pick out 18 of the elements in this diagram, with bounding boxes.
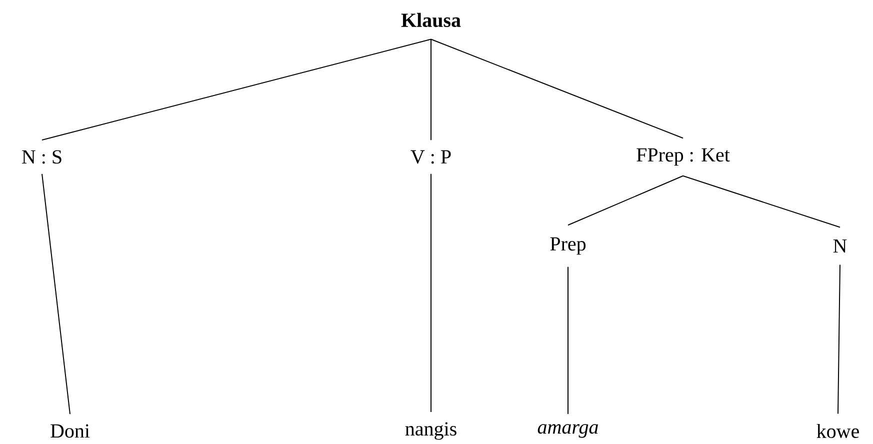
tree-branch (430, 38, 684, 139)
root-label: Klausa (401, 12, 461, 28)
word-label: kowe (816, 424, 859, 438)
tree-branch (42, 173, 70, 415)
word-label: amarga (538, 424, 598, 438)
tree-branch (682, 175, 840, 228)
category-label: V : P (410, 150, 451, 164)
tree-branch (42, 38, 432, 141)
category-label: N (833, 239, 847, 253)
category-label: N : S (22, 150, 62, 164)
category-label: FPrep : Ket (636, 148, 730, 166)
tree-branch (430, 38, 432, 141)
tree-branch (838, 264, 840, 414)
word-label: nangis (405, 422, 456, 440)
category-label: Prep (550, 237, 586, 255)
tree-branch (568, 175, 684, 226)
tree-branch (430, 173, 432, 412)
word-label: Doni (50, 424, 90, 438)
